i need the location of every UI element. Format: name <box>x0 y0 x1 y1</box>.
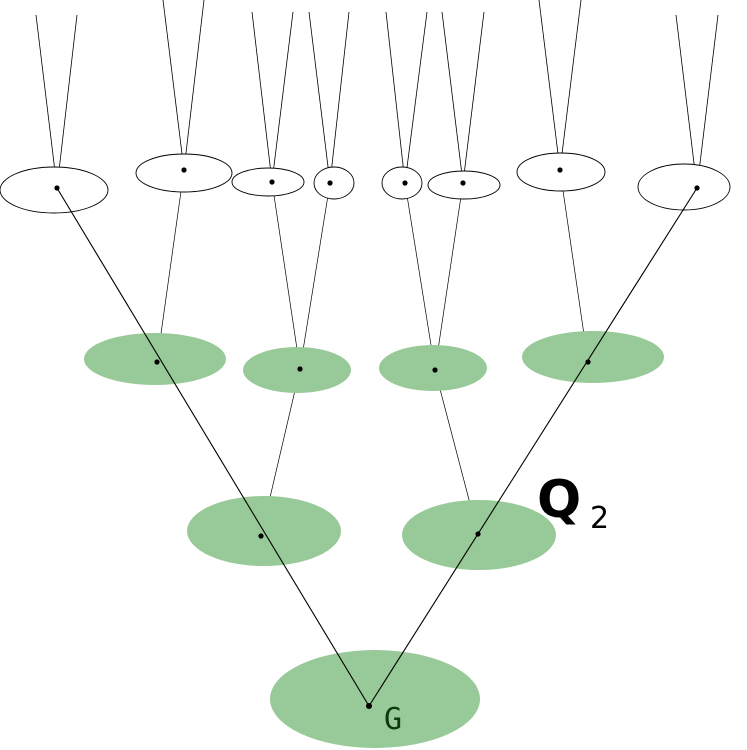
top-ray <box>538 0 561 171</box>
q-subscript-label: 2 <box>590 501 609 536</box>
node-dot <box>366 703 372 709</box>
node-dot <box>402 180 408 186</box>
filled-nodes <box>84 331 664 748</box>
top-ray <box>385 11 406 184</box>
top-node <box>381 166 423 200</box>
top-rays <box>35 0 719 189</box>
edge <box>434 182 464 371</box>
node-dot <box>54 185 60 191</box>
node-dot <box>327 180 333 186</box>
top-ray <box>271 11 294 183</box>
top-node <box>637 163 731 211</box>
root-node <box>270 650 480 748</box>
top-ray <box>162 0 185 171</box>
edge <box>559 169 589 363</box>
edge <box>56 187 370 707</box>
level-2-node <box>379 345 487 391</box>
node-dot <box>297 366 303 372</box>
edge <box>271 181 301 370</box>
top-ray <box>308 11 331 184</box>
edge <box>156 169 185 363</box>
root-label: G <box>384 702 402 737</box>
top-ray <box>329 11 350 184</box>
node-dot <box>181 167 187 173</box>
top-ray <box>251 11 273 183</box>
top-ray <box>441 11 464 184</box>
level-2-node <box>84 333 226 385</box>
edge <box>404 182 436 371</box>
edge <box>368 187 698 707</box>
top-nodes <box>0 152 731 214</box>
thin-edges <box>156 169 589 537</box>
top-ray <box>404 11 428 184</box>
node-dot <box>258 533 264 539</box>
node-dot <box>475 531 481 537</box>
level-2-node <box>522 331 664 383</box>
top-ray <box>35 14 58 189</box>
top-node <box>313 166 355 200</box>
node-dot <box>585 359 591 365</box>
level-2-node <box>243 347 351 393</box>
node-dot <box>269 179 275 185</box>
top-ray <box>696 14 719 189</box>
top-ray <box>56 14 78 189</box>
top-ray <box>559 0 582 171</box>
node-dot <box>432 367 438 373</box>
node-dot <box>154 359 160 365</box>
top-ray <box>183 0 205 171</box>
node-dot <box>460 180 466 186</box>
top-ray <box>462 11 485 184</box>
top-ray <box>675 14 698 189</box>
thick-edges <box>56 187 698 707</box>
q-label: Q <box>537 470 581 530</box>
top-node <box>0 166 109 214</box>
top-node <box>231 167 305 197</box>
top-node <box>135 153 233 193</box>
node-dot <box>694 185 700 191</box>
node-dots <box>54 167 700 709</box>
edge <box>299 182 331 370</box>
node-dot <box>557 167 563 173</box>
